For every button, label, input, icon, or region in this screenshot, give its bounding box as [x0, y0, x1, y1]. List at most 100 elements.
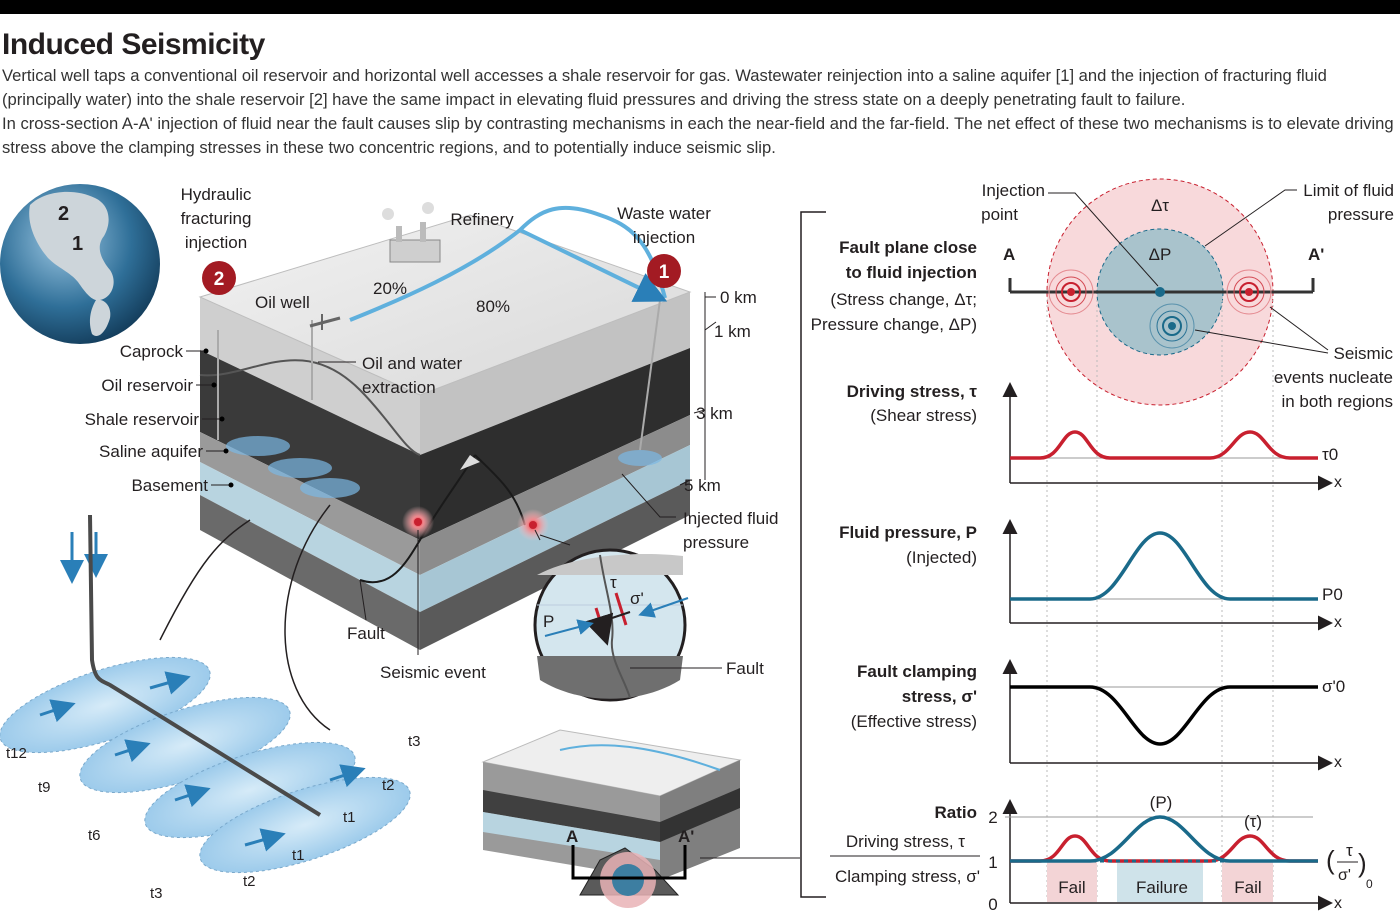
pressure-x: x — [1334, 614, 1342, 631]
ring-right-icon — [1226, 269, 1272, 315]
zoom-sigma: σ' — [630, 589, 644, 608]
plan-dp: ΔP — [1149, 245, 1172, 264]
ring-left-icon — [1048, 269, 1094, 315]
plan-dtau: Δτ — [1151, 196, 1169, 215]
t6: t6 — [88, 827, 101, 844]
zoom-p: P — [543, 612, 554, 631]
fail-right-band — [1222, 862, 1273, 902]
earth-block — [198, 202, 692, 650]
failure-label: Failure — [1136, 878, 1188, 897]
clamping-ref: σ'0 — [1322, 677, 1345, 696]
layer-shale-reservoir: Shale reservoir — [85, 410, 200, 429]
intro-paragraph-2: In cross-section A-A' injection of fluid… — [2, 114, 1394, 157]
pressure-sub: (Injected) — [906, 548, 977, 567]
pct-80: 80% — [476, 297, 510, 316]
ratio-paren-right: ) — [1358, 848, 1367, 878]
section-bracket — [800, 211, 826, 898]
t2-bottom: t2 — [243, 873, 256, 890]
badge-2 — [202, 261, 236, 295]
oil-well-pump-icon — [309, 314, 341, 330]
ratio-y1: 1 — [988, 853, 997, 872]
clamping-title-2: stress, σ' — [902, 687, 977, 706]
t12: t12 — [6, 745, 27, 762]
pct-20: 20% — [373, 279, 407, 298]
ratio-ref-den: σ' — [1338, 867, 1351, 884]
fault-plane-title-1: Fault plane close — [839, 238, 977, 257]
driving-ref: τ0 — [1322, 445, 1338, 464]
layer-basement: Basement — [131, 476, 208, 495]
fail-right-label: Fail — [1234, 878, 1261, 897]
plan-a: A — [1003, 245, 1015, 264]
fail-left-band — [1047, 862, 1097, 902]
ring-center-icon — [1149, 303, 1195, 349]
pressure-curve — [1010, 531, 1318, 601]
failure-band — [1117, 862, 1203, 902]
aquifer-left — [200, 462, 420, 612]
depth-0: 0 km — [720, 288, 757, 307]
ratio-plot: 2 1 0 (P) (τ) Fail Failure Fail ( τ σ' )… — [988, 793, 1373, 914]
ratio-ref-num: τ — [1346, 841, 1353, 860]
globe-marker-1: 1 — [72, 233, 83, 255]
injection-point-2: point — [981, 205, 1018, 224]
injected-label-1: Injected fluid — [683, 509, 778, 528]
fault-zoom: τ σ' P Fault — [533, 529, 764, 702]
layer-saline-aquifer: Saline aquifer — [99, 442, 203, 461]
ratio-y2: 2 — [988, 808, 997, 827]
driving-x: x — [1334, 474, 1342, 491]
top-rule — [0, 0, 1400, 14]
fault-plane-sub-1: (Stress change, Δτ; — [830, 290, 977, 309]
plan-view: Δτ ΔP A A' — [1003, 178, 1329, 406]
hydraulic-label-2: fracturing — [181, 209, 252, 228]
t3-top: t3 — [408, 733, 421, 750]
injected-label-2: pressure — [683, 533, 749, 552]
waste-label-1: Waste water — [617, 204, 711, 223]
injection-point-1: Injection — [982, 181, 1045, 200]
mini-a-prime: A' — [678, 827, 694, 846]
extraction-label-1: Oil and water — [362, 354, 462, 373]
ratio-ref-sub: 0 — [1366, 877, 1373, 891]
basement-right — [420, 480, 690, 650]
mini-block: A A' — [481, 729, 800, 908]
intro-paragraph-1: Vertical well taps a conventional oil re… — [2, 66, 1327, 109]
clamping-plot: σ'0 x — [1002, 659, 1345, 771]
clamping-title-1: Fault clamping — [857, 662, 977, 681]
ratio-p-label: (P) — [1150, 793, 1173, 812]
depth-scale: 0 km 1 km 3 km 5 km — [679, 288, 757, 495]
zoom-tau: τ — [610, 573, 617, 592]
oil-reservoir-left — [200, 350, 420, 540]
depth-1: 1 km — [714, 322, 751, 341]
ratio-y0: 0 — [988, 895, 997, 914]
badge-2-text: 2 — [214, 269, 225, 290]
seismic-event-label: Seismic event — [380, 663, 486, 682]
layer-oil-reservoir: Oil reservoir — [101, 376, 193, 395]
seismic-label-1: Seismic — [1333, 344, 1393, 363]
caprock-left — [200, 297, 420, 455]
ratio-tau-label: (τ) — [1244, 812, 1262, 831]
frac-time-labels: t12 t9 t6 t3 t3 t2 t1 t1 t2 — [6, 733, 421, 902]
hydraulic-label-1: Hydraulic — [181, 185, 252, 204]
depth-3: 3 km — [696, 404, 733, 423]
plan-a-prime: A' — [1308, 245, 1324, 264]
waste-label-2: injection — [633, 228, 695, 247]
clamping-curve — [1010, 685, 1318, 746]
extraction-label-2: extraction — [362, 378, 436, 397]
pressure-ref: P0 — [1322, 585, 1343, 604]
fault-label: Fault — [347, 624, 385, 643]
clamping-sub: (Effective stress) — [851, 712, 977, 731]
fault-plane-title-2: to fluid injection — [846, 263, 977, 282]
t1-bottom: t1 — [292, 847, 305, 864]
limit-label-1: Limit of fluid — [1303, 181, 1394, 200]
driving-plot: τ0 x — [1002, 382, 1342, 491]
clamping-x: x — [1334, 754, 1342, 771]
figure-title: Induced Seismicity — [2, 28, 265, 61]
driving-sub: (Shear stress) — [870, 406, 977, 425]
ratio-tau-curve — [1010, 834, 1318, 863]
layer-labels: Caprock Oil reservoir Shale reservoir Sa… — [85, 342, 234, 495]
pressure-plot: P0 x — [1002, 519, 1343, 631]
ratio-x: x — [1334, 895, 1342, 912]
pressure-title: Fluid pressure, P — [839, 523, 977, 542]
refinery-icon — [382, 202, 441, 263]
t3-bottom: t3 — [150, 885, 163, 902]
layer-caprock: Caprock — [120, 342, 184, 361]
